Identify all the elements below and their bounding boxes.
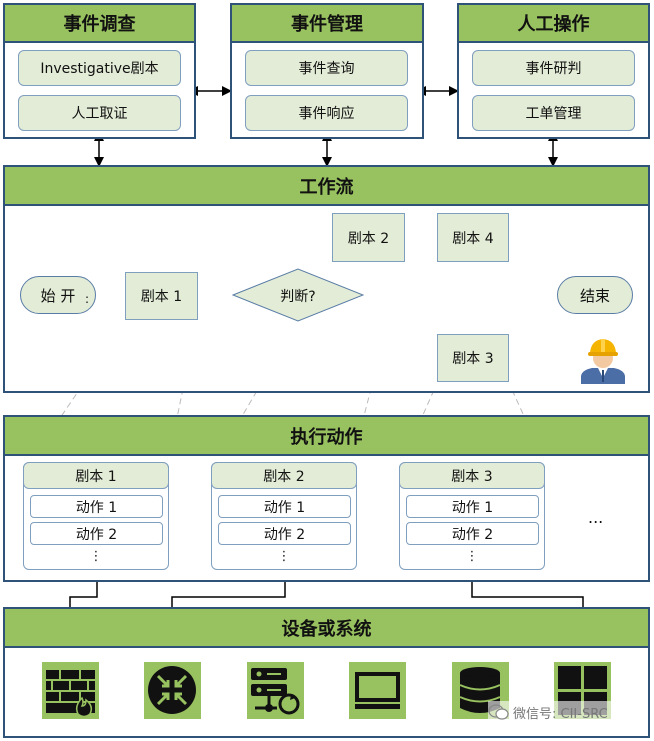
card3-action-2[interactable]: 动作 2 xyxy=(406,522,539,545)
workflow-play1[interactable]: 剧本 1 xyxy=(125,272,198,320)
wechat-icon xyxy=(488,704,509,720)
ticket-management-button[interactable]: 工单管理 xyxy=(472,95,635,131)
card1-action-2[interactable]: 动作 2 xyxy=(30,522,163,545)
playbook-card-3-title: 剧本 3 xyxy=(399,462,545,489)
card3-action-1[interactable]: 动作 1 xyxy=(406,495,539,518)
start-label: 始 开 xyxy=(40,286,76,305)
card2-action-1[interactable]: 动作 1 xyxy=(218,495,351,518)
workflow-title: 工作流 xyxy=(5,167,648,206)
playbook-card-1-title: 剧本 1 xyxy=(23,462,169,489)
watermark: 微信号: CII-SRC xyxy=(488,701,638,723)
card2-more: ⋮ xyxy=(277,548,291,564)
operator-icon xyxy=(581,339,625,384)
decision-label: 判断? xyxy=(280,289,316,305)
investigation-title: 事件调查 xyxy=(5,5,194,43)
manual-title: 人工操作 xyxy=(459,5,648,43)
investigative-playbook-button[interactable]: Investigative剧本 xyxy=(18,50,181,86)
investigation-panel: 事件调查 Investigative剧本 人工取证 xyxy=(3,3,196,139)
event-response-button[interactable]: 事件响应 xyxy=(245,95,408,131)
workflow-panel: 工作流 xyxy=(3,165,650,393)
event-query-button[interactable]: 事件查询 xyxy=(245,50,408,86)
workflow-play3[interactable]: 剧本 3 xyxy=(437,334,509,382)
router-icon[interactable] xyxy=(144,662,201,719)
manual-forensics-button[interactable]: 人工取证 xyxy=(18,95,181,131)
devices-title: 设备或系统 xyxy=(5,609,648,648)
manual-panel: 人工操作 事件研判 工单管理 xyxy=(457,3,650,139)
card1-more: ⋮ xyxy=(89,548,103,564)
start-mark: : xyxy=(84,292,89,306)
card2-action-2[interactable]: 动作 2 xyxy=(218,522,351,545)
more-cards-ellipsis: ... xyxy=(588,508,604,527)
playbook-card-2-title: 剧本 2 xyxy=(211,462,357,489)
devices-panel: 设备或系统 xyxy=(3,607,650,738)
end-node[interactable]: 结束 xyxy=(557,276,633,314)
actions-title: 执行动作 xyxy=(5,417,648,456)
management-title: 事件管理 xyxy=(232,5,422,43)
event-analysis-button[interactable]: 事件研判 xyxy=(472,50,635,86)
workflow-play2[interactable]: 剧本 2 xyxy=(332,213,405,262)
monitor-icon[interactable] xyxy=(349,662,406,719)
management-panel: 事件管理 事件查询 事件响应 xyxy=(230,3,424,139)
start-node[interactable]: 始 开 : xyxy=(20,276,96,314)
workflow-play4[interactable]: 剧本 4 xyxy=(437,213,509,262)
card3-more: ⋮ xyxy=(465,548,479,564)
decision-node[interactable] xyxy=(232,268,364,322)
watermark-text: 微信号: CII-SRC xyxy=(513,706,608,722)
firewall-icon[interactable] xyxy=(42,662,99,719)
server-icon[interactable] xyxy=(247,662,304,719)
card1-action-1[interactable]: 动作 1 xyxy=(30,495,163,518)
